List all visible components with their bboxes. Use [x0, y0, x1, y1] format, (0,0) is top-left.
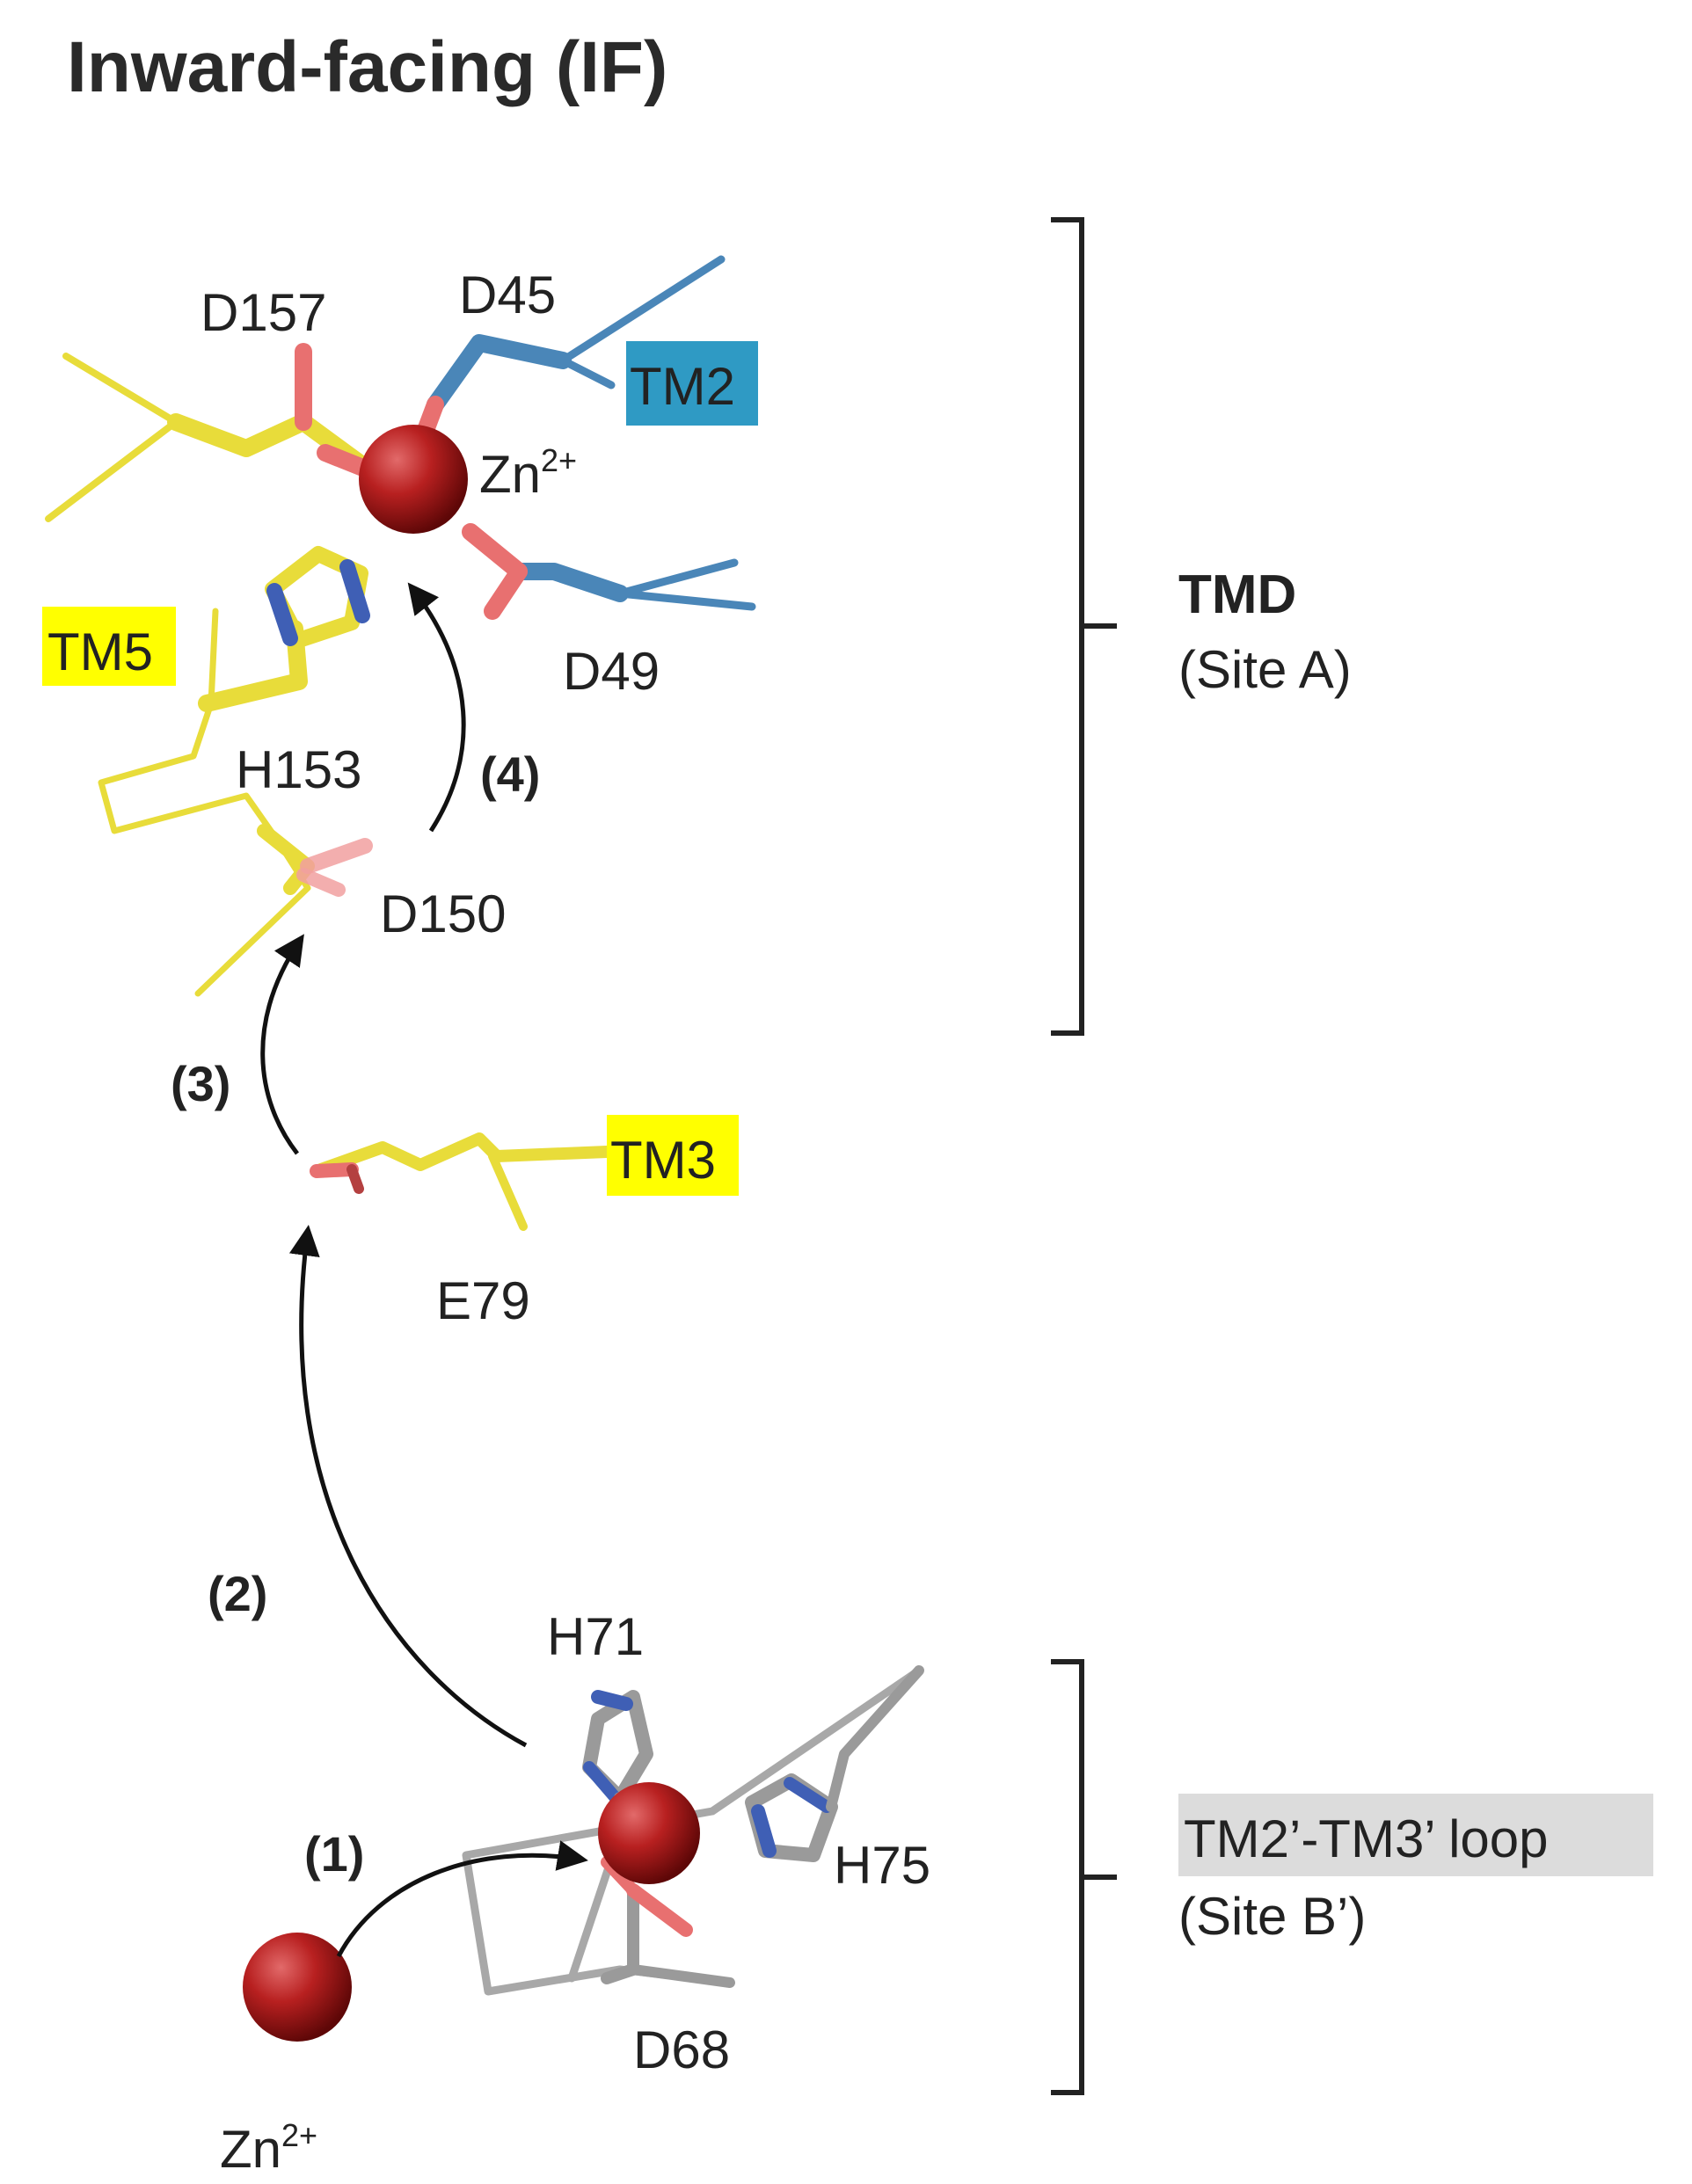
label-step-3: (3) — [171, 1056, 230, 1111]
label-d157: D157 — [201, 283, 326, 342]
site-b-name: TM2’-TM3’ loop — [1184, 1809, 1549, 1868]
label-tm3: TM3 — [610, 1131, 716, 1190]
label-d150: D150 — [380, 885, 506, 943]
label-d68: D68 — [633, 2020, 730, 2079]
label-e79: E79 — [436, 1271, 530, 1330]
tm2-highlight — [626, 341, 758, 426]
tm3-highlight — [607, 1115, 739, 1196]
site-a-bracket — [1051, 217, 1117, 1036]
free-zinc-ion — [243, 1933, 352, 2042]
arrow-step-2 — [288, 1225, 528, 1748]
label-step-4: (4) — [480, 746, 540, 802]
figure-title: Inward-facing (IF) — [67, 27, 667, 107]
zinc-ion-site-a — [359, 425, 468, 534]
e79-residue-sticks — [310, 1132, 613, 1231]
label-zn-free: Zn2+ — [220, 2117, 317, 2179]
label-step-1: (1) — [304, 1826, 364, 1882]
site-b-structure — [462, 1665, 924, 1996]
label-zn-site-a: Zn2+ — [479, 442, 577, 504]
arrow-step-4 — [407, 582, 466, 833]
d157-residue-sticks — [45, 343, 378, 522]
site-b-sub: (Site B’) — [1178, 1887, 1366, 1946]
label-step-2: (2) — [208, 1566, 267, 1621]
label-d49: D49 — [563, 642, 660, 701]
label-h153: H153 — [236, 740, 361, 799]
site-b-highlight — [1178, 1794, 1653, 1876]
arrow-step-3 — [260, 934, 304, 1155]
label-tm5: TM5 — [47, 622, 153, 681]
site-a-structure — [45, 255, 756, 997]
site-a-name: TMD — [1178, 564, 1296, 625]
label-tm2: TM2 — [630, 357, 735, 416]
arrow-step-1 — [336, 1840, 588, 1958]
d49-residue-sticks — [462, 523, 756, 620]
d150-residue-sticks — [257, 824, 373, 897]
site-a-sub: (Site A) — [1178, 640, 1352, 699]
label-h75: H75 — [834, 1836, 930, 1895]
label-d45: D45 — [459, 266, 556, 324]
zinc-ion-site-b — [598, 1782, 700, 1884]
site-b-bracket — [1051, 1659, 1117, 2095]
label-h71: H71 — [547, 1607, 644, 1666]
tm5-highlight — [42, 607, 176, 686]
